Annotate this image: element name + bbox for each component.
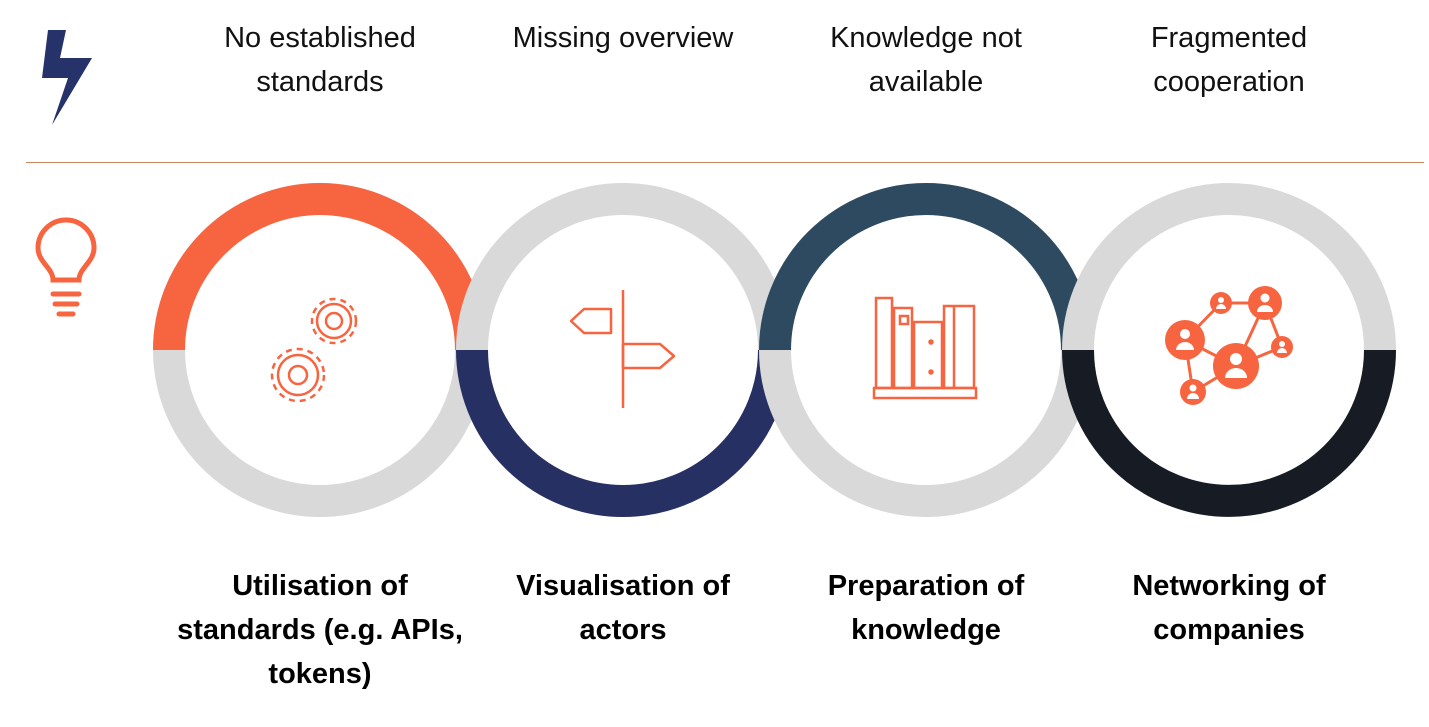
lightning-bolt-icon bbox=[42, 30, 92, 125]
network-icon bbox=[1165, 286, 1293, 405]
signpost-icon bbox=[569, 290, 676, 408]
problem-label-cooperation: Fragmented cooperation bbox=[1150, 22, 1308, 98]
solution-label-networking: Networking of companies bbox=[1132, 570, 1326, 646]
lightbulb-icon bbox=[35, 217, 97, 317]
solution-label-standards: Utilisation of standards (e.g. APIs, tok… bbox=[177, 570, 463, 690]
gears-icon bbox=[270, 297, 358, 403]
problem-label-knowledge: Knowledge not available bbox=[830, 22, 1022, 98]
ring-knowledge bbox=[759, 183, 1093, 517]
ring-networking bbox=[1062, 183, 1396, 517]
problem-label-overview: Missing overview bbox=[512, 22, 734, 54]
ring-standards bbox=[153, 183, 487, 517]
section-divider bbox=[26, 162, 1424, 163]
bookshelf-icon bbox=[872, 296, 978, 400]
problem-label-standards: No established standards bbox=[224, 22, 416, 98]
solution-label-knowledge: Preparation of knowledge bbox=[827, 570, 1025, 646]
solution-label-actors: Visualisation of actors bbox=[516, 570, 730, 646]
